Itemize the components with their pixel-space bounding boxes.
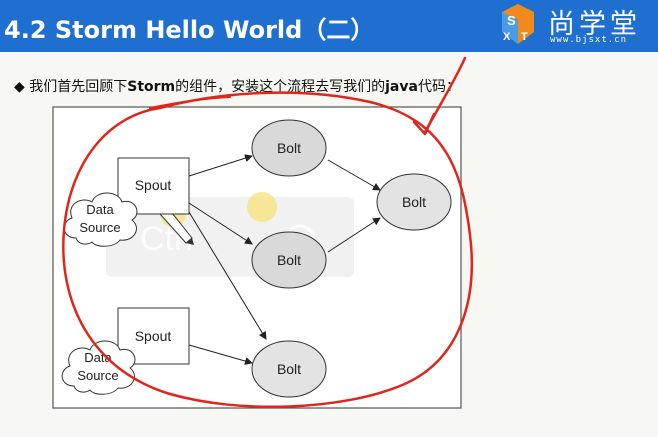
- edge-bolt1-bolt3: [327, 159, 381, 191]
- bolt-node-1: [251, 119, 327, 177]
- spout-box-1: [117, 157, 190, 215]
- data-source-cloud-1: Data Source: [63, 192, 138, 247]
- bullet-text-part-1: 我们首先回顾下: [29, 79, 128, 95]
- data-source-1-line2: Source: [79, 220, 120, 235]
- svg-text:X: X: [503, 31, 511, 43]
- data-source-cloud-2: Data Source: [61, 340, 136, 395]
- slide-header: 4.2 Storm Hello World（二） S X T 尚学堂 www.b…: [0, 0, 658, 52]
- cursor-highlight: [247, 192, 277, 222]
- bolt-label-4: Bolt: [277, 361, 301, 377]
- bullet-text-part-3: 代码：: [417, 79, 460, 95]
- bolt-node-4: [251, 340, 327, 398]
- logo-brand-name: 尚学堂: [548, 9, 641, 40]
- edge-spout1-bolt4: [188, 211, 267, 340]
- logo-url: www.bjsxt.cn: [550, 35, 628, 45]
- bullet-symbol: ◆: [14, 79, 25, 95]
- bolt-label-2: Bolt: [277, 252, 301, 268]
- red-annotation: [62, 56, 474, 409]
- logo-mark-s: S: [507, 13, 516, 28]
- data-source-1-line1: Data: [86, 202, 114, 217]
- data-source-2-line2: Source: [77, 368, 118, 383]
- edge-spout2-bolt4: [188, 344, 253, 365]
- edge-spout1-bolt2: [188, 202, 253, 245]
- bolt-node-3: [376, 173, 452, 231]
- spout-label-1: Spout: [135, 177, 172, 193]
- svg-text:T: T: [521, 31, 528, 43]
- logo-icon: S X T: [502, 4, 534, 44]
- bullet-text-part-2: 的组件，安装这个流程去写我们的: [175, 79, 386, 95]
- bullet-text: ◆ 我们首先回顾下Storm的组件，安装这个流程去写我们的java代码：: [14, 76, 460, 96]
- spout-label-2: Spout: [135, 328, 172, 344]
- slide-title: 4.2 Storm Hello World（二）: [4, 16, 375, 44]
- data-source-2-line1: Data: [84, 350, 112, 365]
- edge-bolt2-bolt3: [327, 217, 381, 253]
- bolt-label-3: Bolt: [402, 194, 426, 210]
- bolt-node-2: [251, 231, 327, 289]
- bolt-label-1: Bolt: [277, 140, 301, 156]
- bullet-bold-storm: Storm: [127, 79, 176, 95]
- bullet-bold-java: java: [385, 79, 418, 95]
- edge-spout1-bolt1: [188, 154, 253, 177]
